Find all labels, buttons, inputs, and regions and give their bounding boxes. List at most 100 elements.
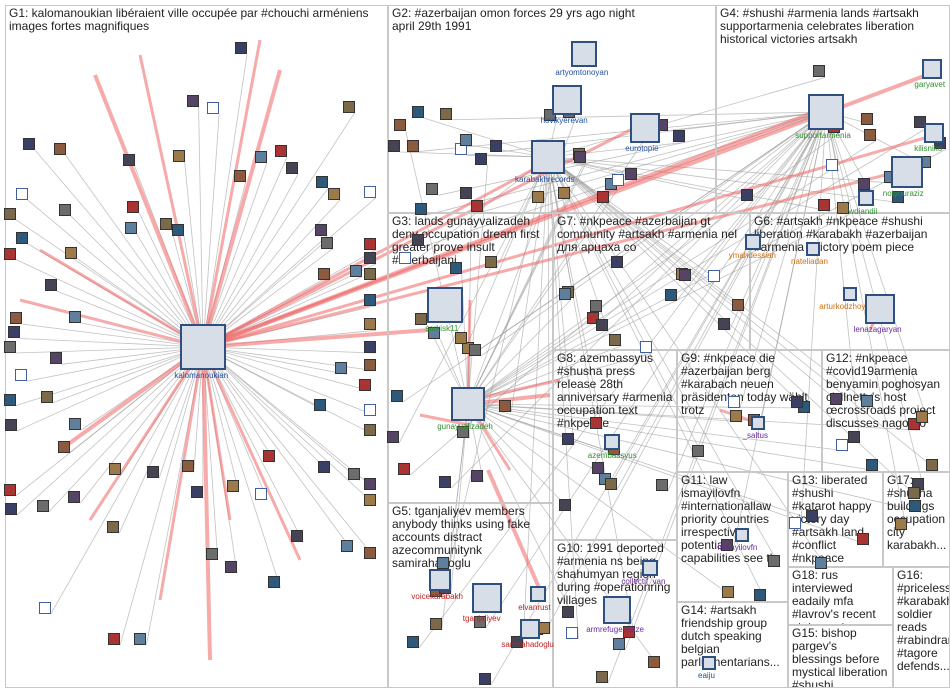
- node-avatar[interactable]: [235, 42, 248, 55]
- node-avatar[interactable]: [364, 341, 376, 353]
- hub-artyomtonoyan[interactable]: [571, 41, 597, 67]
- node-avatar[interactable]: [364, 293, 376, 306]
- node-avatar[interactable]: [857, 178, 870, 191]
- hub-supportarmenia[interactable]: [808, 94, 844, 130]
- node-avatar[interactable]: [457, 426, 470, 439]
- hub-garyavet[interactable]: [922, 59, 942, 79]
- node-avatar[interactable]: [364, 318, 376, 331]
- hub-wdiandii[interactable]: [858, 190, 874, 206]
- node-avatar[interactable]: [436, 556, 449, 569]
- node-avatar[interactable]: [589, 300, 602, 313]
- node-avatar[interactable]: [36, 499, 49, 512]
- node-avatar[interactable]: [499, 400, 512, 413]
- node-avatar[interactable]: [691, 444, 704, 457]
- node-avatar[interactable]: [908, 499, 921, 512]
- node-avatar[interactable]: [399, 251, 412, 264]
- hub-collectif_van[interactable]: [642, 560, 658, 576]
- hub-nateliadan[interactable]: [806, 242, 820, 256]
- node-avatar[interactable]: [4, 207, 16, 220]
- node-avatar[interactable]: [639, 341, 652, 354]
- node-avatar[interactable]: [412, 106, 425, 119]
- hub-ymahdessian[interactable]: [745, 234, 761, 250]
- hub-tganjaliyev[interactable]: [472, 583, 502, 613]
- node-avatar[interactable]: [108, 462, 121, 475]
- node-avatar[interactable]: [741, 188, 754, 201]
- node-avatar[interactable]: [172, 149, 185, 162]
- hub-eurotopie[interactable]: [630, 113, 660, 143]
- hub-eaiju[interactable]: [702, 656, 716, 670]
- node-avatar[interactable]: [926, 459, 939, 472]
- node-avatar[interactable]: [69, 418, 82, 430]
- node-avatar[interactable]: [364, 403, 376, 416]
- node-avatar[interactable]: [647, 656, 660, 669]
- node-avatar[interactable]: [38, 601, 51, 614]
- node-avatar[interactable]: [847, 430, 860, 443]
- node-avatar[interactable]: [207, 101, 220, 114]
- node-avatar[interactable]: [291, 530, 304, 543]
- node-avatar[interactable]: [791, 396, 804, 409]
- node-avatar[interactable]: [23, 138, 36, 151]
- node-avatar[interactable]: [108, 632, 121, 645]
- node-avatar[interactable]: [254, 151, 267, 164]
- hub-hovikyerevan[interactable]: [552, 85, 582, 115]
- node-avatar[interactable]: [562, 605, 575, 618]
- node-avatar[interactable]: [262, 449, 275, 462]
- node-avatar[interactable]: [455, 332, 468, 345]
- node-avatar[interactable]: [274, 145, 287, 158]
- node-avatar[interactable]: [364, 268, 376, 281]
- node-avatar[interactable]: [15, 188, 28, 201]
- node-avatar[interactable]: [406, 139, 419, 152]
- node-avatar[interactable]: [387, 430, 400, 443]
- node-avatar[interactable]: [412, 234, 424, 247]
- node-avatar[interactable]: [717, 317, 730, 330]
- node-avatar[interactable]: [316, 176, 329, 189]
- node-avatar[interactable]: [566, 626, 579, 639]
- node-avatar[interactable]: [68, 310, 81, 323]
- node-avatar[interactable]: [320, 236, 333, 249]
- node-avatar[interactable]: [721, 585, 734, 598]
- node-avatar[interactable]: [41, 390, 54, 403]
- node-avatar[interactable]: [595, 671, 608, 684]
- node-avatar[interactable]: [233, 169, 246, 182]
- node-avatar[interactable]: [318, 268, 331, 281]
- node-avatar[interactable]: [334, 362, 347, 375]
- node-avatar[interactable]: [364, 547, 376, 560]
- node-avatar[interactable]: [597, 190, 610, 203]
- node-avatar[interactable]: [14, 369, 27, 382]
- node-avatar[interactable]: [186, 95, 199, 107]
- node-avatar[interactable]: [124, 222, 137, 235]
- node-avatar[interactable]: [708, 269, 721, 282]
- node-avatar[interactable]: [471, 469, 484, 482]
- node-avatar[interactable]: [863, 128, 876, 141]
- node-avatar[interactable]: [406, 636, 419, 649]
- node-avatar[interactable]: [268, 575, 281, 588]
- node-avatar[interactable]: [788, 516, 801, 529]
- node-avatar[interactable]: [591, 461, 604, 474]
- node-avatar[interactable]: [907, 487, 920, 500]
- node-avatar[interactable]: [861, 394, 874, 407]
- node-avatar[interactable]: [559, 499, 572, 512]
- hub-notyouraziz[interactable]: [891, 156, 923, 188]
- hub-armrefugeesaze[interactable]: [603, 596, 631, 624]
- node-avatar[interactable]: [313, 399, 326, 412]
- node-avatar[interactable]: [894, 517, 907, 530]
- hub-sarkisk11[interactable]: [427, 287, 463, 323]
- node-avatar[interactable]: [865, 459, 878, 472]
- node-avatar[interactable]: [342, 100, 355, 113]
- node-avatar[interactable]: [837, 202, 850, 215]
- hub-kalomanoukian[interactable]: [180, 324, 226, 370]
- node-avatar[interactable]: [532, 191, 544, 204]
- node-avatar[interactable]: [459, 133, 472, 146]
- node-avatar[interactable]: [655, 479, 668, 492]
- node-avatar[interactable]: [159, 218, 172, 231]
- node-avatar[interactable]: [364, 185, 376, 198]
- node-avatar[interactable]: [226, 479, 239, 492]
- node-avatar[interactable]: [484, 256, 497, 269]
- node-avatar[interactable]: [127, 201, 140, 214]
- node-avatar[interactable]: [586, 311, 599, 324]
- node-avatar[interactable]: [768, 554, 781, 567]
- node-avatar[interactable]: [612, 173, 625, 186]
- node-avatar[interactable]: [720, 539, 733, 552]
- node-avatar[interactable]: [672, 130, 685, 143]
- hub-ismayilovfn[interactable]: [735, 528, 749, 542]
